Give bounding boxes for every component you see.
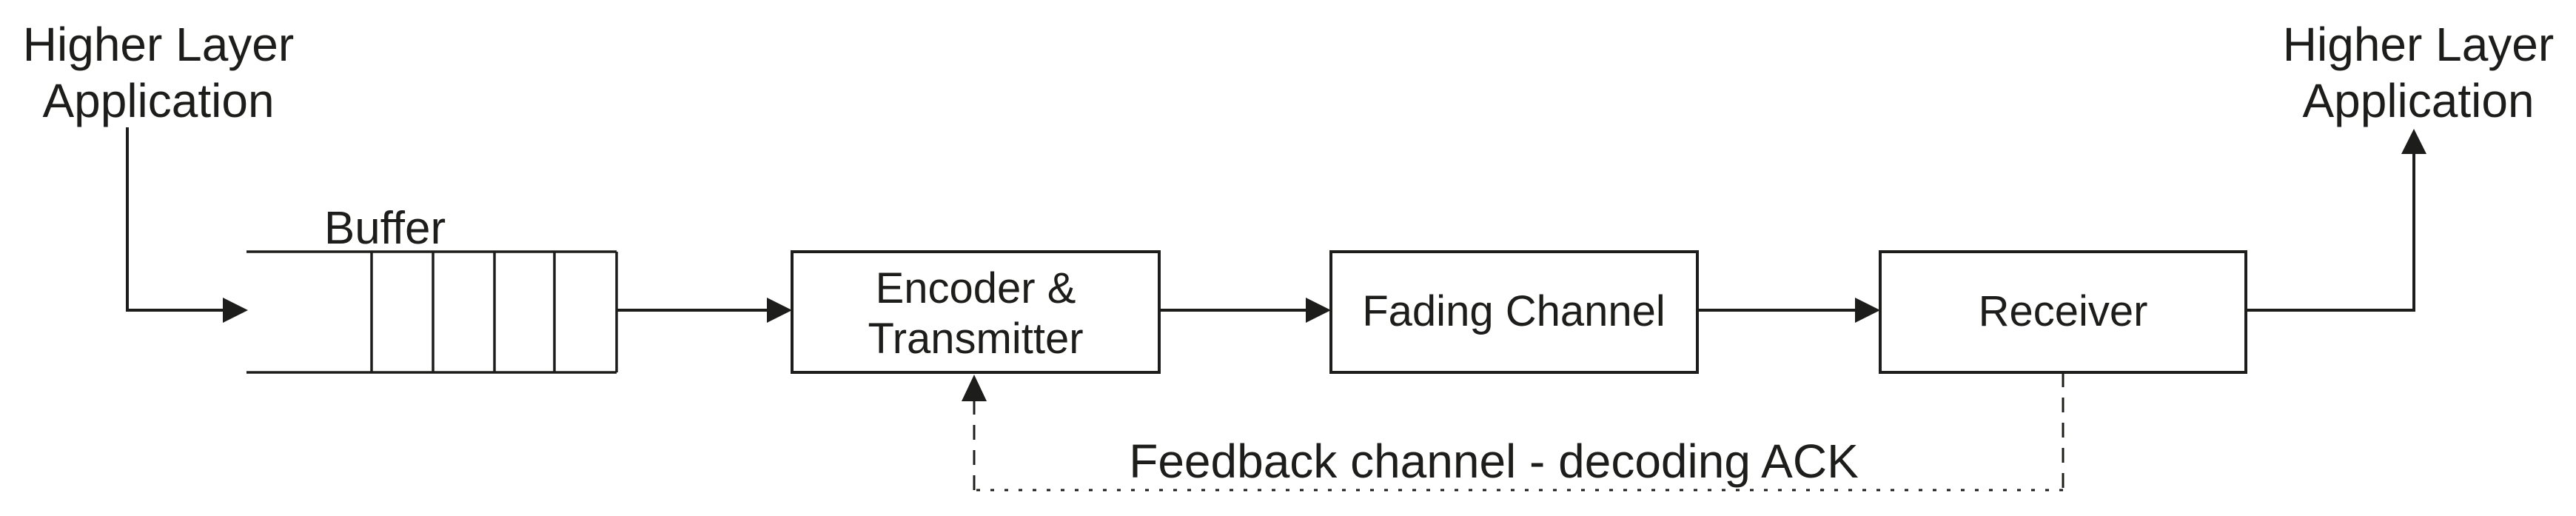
higher-layer-application-left-line1: Higher Layer xyxy=(23,18,294,71)
feedback-channel-label: Feedback channel - decoding ACK xyxy=(1129,435,1859,488)
fading-to-receiver-arrowhead-icon xyxy=(1855,298,1880,323)
higher-layer-application-left-line2: Application xyxy=(42,74,274,127)
feedback-arrowhead-icon xyxy=(962,375,987,401)
buffer-to-encoder-arrowhead-icon xyxy=(767,298,792,323)
higher-layer-application-right-line2: Application xyxy=(2302,74,2534,127)
encoder-transmitter-label-line1: Encoder & xyxy=(876,264,1076,312)
fading-channel-box xyxy=(1329,250,1699,374)
fading-channel-label: Fading Channel xyxy=(1362,287,1666,335)
encoder-transmitter-label-line2: Transmitter xyxy=(868,315,1083,363)
higher-layer-application-right-line1: Higher Layer xyxy=(2283,18,2554,71)
buffer-label: Buffer xyxy=(324,203,446,254)
receiver-label: Receiver xyxy=(1979,287,2148,335)
left-app-to-buffer-arrowhead-icon xyxy=(223,298,248,323)
encoder-transmitter-box xyxy=(791,250,1161,374)
encoder-to-fading-arrowhead-icon xyxy=(1306,298,1331,323)
receiver-to-right-app-connector xyxy=(2246,153,2415,312)
receiver-to-right-app-arrowhead-icon xyxy=(2401,129,2426,154)
left-app-to-buffer-connector xyxy=(126,127,224,312)
